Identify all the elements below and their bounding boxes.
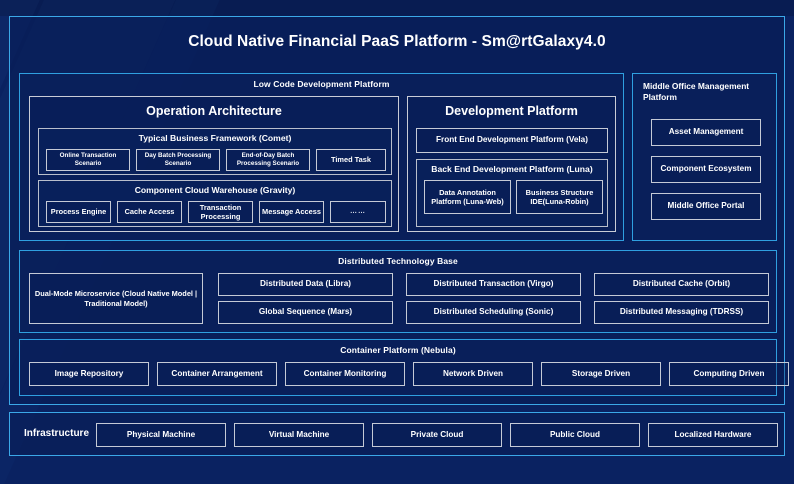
chip-end-of-day-batch-processing-scenario[interactable]: End-of-Day Batch Processing Scenario <box>226 149 310 171</box>
chip-label: Data Annotation Platform (Luna-Web) <box>431 187 504 206</box>
chip-label: Distributed Data (Libra) <box>260 279 351 289</box>
page-title: Cloud Native Financial PaaS Platform - S… <box>188 33 606 50</box>
chip-computing-driven[interactable]: Computing Driven <box>669 362 789 386</box>
chip-label: Distributed Scheduling (Sonic) <box>433 307 554 317</box>
chip-label: Distributed Cache (Orbit) <box>632 279 731 289</box>
typical-business-framework-title: Typical Business Framework (Comet) <box>138 133 292 143</box>
chip-label: Distributed Transaction (Virgo) <box>433 279 554 289</box>
low-code-platform-header: Low Code Development Platform <box>253 79 390 89</box>
chip-label: Container Arrangement <box>171 368 263 378</box>
middle-office-management-platform-panel: Middle Office Management Platform Asset … <box>632 73 777 241</box>
back-end-development-platform-title: Back End Development Platform (Luna) <box>431 164 593 174</box>
infrastructure-frame: Infrastructure Physical Machine Virtual … <box>9 412 785 456</box>
chip-front-end-development-platform[interactable]: Front End Development Platform (Vela) <box>416 128 608 153</box>
chip-label: Process Engine <box>50 207 107 217</box>
chip-online-transaction-scenario[interactable]: Online Transaction Scenario <box>46 149 130 171</box>
chip-message-access[interactable]: Message Access <box>259 201 324 223</box>
container-platform-header: Container Platform (Nebula) <box>340 345 456 355</box>
chip-middle-office-portal[interactable]: Middle Office Portal <box>651 193 761 220</box>
chip-distributed-transaction[interactable]: Distributed Transaction (Virgo) <box>406 273 581 296</box>
chip-label: Asset Management <box>668 127 744 137</box>
chip-physical-machine[interactable]: Physical Machine <box>96 423 226 447</box>
chip-distributed-cache[interactable]: Distributed Cache (Orbit) <box>594 273 769 296</box>
chip-label: Network Driven <box>442 368 504 378</box>
chip-label: Virtual Machine <box>268 429 330 439</box>
chip-label: Public Cloud <box>549 429 601 439</box>
chip-label: Global Sequence (Mars) <box>258 307 353 317</box>
chip-storage-driven[interactable]: Storage Driven <box>541 362 661 386</box>
chip-network-driven[interactable]: Network Driven <box>413 362 533 386</box>
chip-process-engine[interactable]: Process Engine <box>46 201 111 223</box>
chip-dual-mode-microservice[interactable]: Dual-Mode Microservice (Cloud Native Mod… <box>29 273 203 324</box>
chip-global-sequence[interactable]: Global Sequence (Mars) <box>218 301 393 324</box>
chip-label: End-of-Day Batch Processing Scenario <box>236 151 300 167</box>
chip-distributed-scheduling[interactable]: Distributed Scheduling (Sonic) <box>406 301 581 324</box>
chip-label: Storage Driven <box>571 368 631 378</box>
chip-virtual-machine[interactable]: Virtual Machine <box>234 423 364 447</box>
chip-public-cloud[interactable]: Public Cloud <box>510 423 640 447</box>
chip-label: Timed Task <box>331 155 371 165</box>
chip-business-structure-ide[interactable]: Business Structure IDE(Luna-Robin) <box>516 180 603 214</box>
chip-label: Day Batch Processing Scenario <box>144 151 212 167</box>
operation-architecture-group: Operation Architecture Typical Business … <box>29 96 399 232</box>
typical-business-framework-subgroup: Typical Business Framework (Comet) Onlin… <box>38 128 392 175</box>
chip-label: Transaction Processing <box>199 202 242 221</box>
chip-image-repository[interactable]: Image Repository <box>29 362 149 386</box>
infrastructure-label: Infrastructure <box>24 428 90 439</box>
back-end-development-platform-subgroup: Back End Development Platform (Luna) Dat… <box>416 159 608 227</box>
development-platform-title: Development Platform <box>445 104 578 118</box>
chip-asset-management[interactable]: Asset Management <box>651 119 761 146</box>
chip-label: Distributed Messaging (TDRSS) <box>619 307 744 317</box>
chip-data-annotation-platform[interactable]: Data Annotation Platform (Luna-Web) <box>424 180 511 214</box>
chip-component-ecosystem[interactable]: Component Ecosystem <box>651 156 761 183</box>
chip-label: Message Access <box>262 207 321 217</box>
chip-label: Physical Machine <box>126 429 196 439</box>
component-cloud-warehouse-subgroup: Component Cloud Warehouse (Gravity) Proc… <box>38 180 392 227</box>
chip-more-ellipsis[interactable]: …… <box>330 201 386 223</box>
chip-label: Container Monitoring <box>303 368 387 378</box>
chip-label: Front End Development Platform (Vela) <box>436 135 588 145</box>
chip-label: Computing Driven <box>693 368 765 378</box>
chip-cache-access[interactable]: Cache Access <box>117 201 182 223</box>
chip-label: Cache Access <box>124 207 175 217</box>
chip-label: Middle Office Portal <box>667 201 745 211</box>
low-code-development-platform-panel: Low Code Development Platform Operation … <box>19 73 624 241</box>
chip-day-batch-processing-scenario[interactable]: Day Batch Processing Scenario <box>136 149 220 171</box>
chip-container-monitoring[interactable]: Container Monitoring <box>285 362 405 386</box>
distributed-technology-base-header: Distributed Technology Base <box>338 256 458 266</box>
chip-label: Localized Hardware <box>674 429 752 439</box>
chip-timed-task[interactable]: Timed Task <box>316 149 386 171</box>
container-platform-panel: Container Platform (Nebula) Image Reposi… <box>19 339 789 396</box>
operation-architecture-title: Operation Architecture <box>146 104 282 118</box>
chip-label: Private Cloud <box>410 429 464 439</box>
chip-label: Dual-Mode Microservice (Cloud Native Mod… <box>34 289 198 308</box>
chip-container-arrangement[interactable]: Container Arrangement <box>157 362 277 386</box>
chip-private-cloud[interactable]: Private Cloud <box>372 423 502 447</box>
chip-distributed-messaging[interactable]: Distributed Messaging (TDRSS) <box>594 301 769 324</box>
component-cloud-warehouse-title: Component Cloud Warehouse (Gravity) <box>134 185 296 195</box>
development-platform-group: Development Platform Front End Developme… <box>407 96 616 232</box>
chip-label: Online Transaction Scenario <box>59 151 117 167</box>
middle-office-title: Middle Office Management Platform <box>643 81 750 103</box>
distributed-technology-base-panel: Distributed Technology Base Dual-Mode Mi… <box>19 250 777 333</box>
chip-label: Image Repository <box>54 368 124 378</box>
chip-label: …… <box>350 207 366 215</box>
chip-transaction-processing[interactable]: Transaction Processing <box>188 201 253 223</box>
chip-localized-hardware[interactable]: Localized Hardware <box>648 423 778 447</box>
chip-label: Component Ecosystem <box>660 164 752 174</box>
main-platform-frame: Cloud Native Financial PaaS Platform - S… <box>9 16 789 405</box>
chip-label: Business Structure IDE(Luna-Robin) <box>525 187 594 206</box>
chip-distributed-data[interactable]: Distributed Data (Libra) <box>218 273 393 296</box>
